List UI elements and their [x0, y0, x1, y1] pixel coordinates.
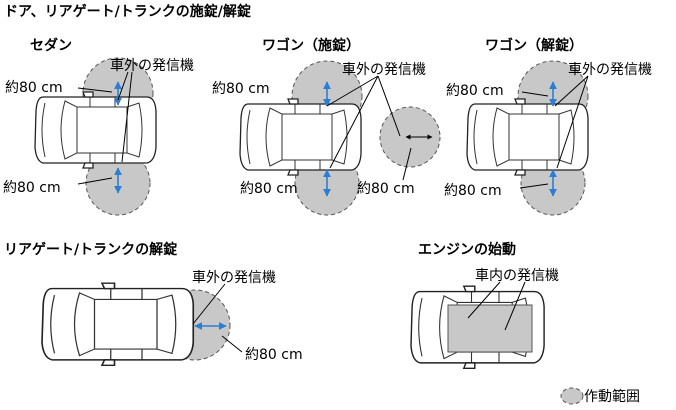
sedan-car	[34, 91, 157, 169]
distance-label-bottom: 約80 cm	[240, 181, 298, 197]
transmitter-label: 車外の発信機	[342, 61, 426, 78]
legend-label: 作動範囲	[584, 388, 640, 405]
distance-label-rear: 約80 cm	[245, 347, 303, 363]
distance-label-bottom: 約80 cm	[3, 180, 61, 196]
engine-start-heading: エンジンの始動	[418, 241, 516, 258]
sedan-car	[41, 282, 195, 367]
range-legend-icon	[560, 387, 584, 405]
wagon-unlock-diagram: ワゴン（解錠） 車外の発信機 約80 cm 約80 cm	[444, 37, 652, 216]
transmitter-label: 車外の発信機	[568, 61, 652, 78]
wagon-unlock-heading: ワゴン（解錠）	[485, 37, 583, 54]
wagon-lock-diagram: ワゴン（施錠） 車外の発信機 約80 cm 約80 cm 約80 cm	[212, 37, 441, 216]
distance-label-top: 約80 cm	[5, 80, 63, 96]
rear-unlock-diagram: リアゲート/トランクの解錠 車外の発信機 約80 cm	[4, 241, 303, 367]
wagon-lock-heading: ワゴン（施錠）	[262, 37, 360, 54]
distance-label-top: 約80 cm	[212, 81, 270, 97]
sedan-diagram: セダン 車外の発信機 約80 cm 約80 cm	[3, 37, 194, 216]
legend: 作動範囲	[560, 387, 640, 405]
engine-start-diagram: エンジンの始動 車内の発信機	[410, 241, 559, 369]
distance-label-bottom: 約80 cm	[444, 183, 502, 199]
page-title: ドア、リアゲート/トランクの施錠/解錠	[4, 3, 252, 20]
interior-range	[447, 304, 533, 353]
transmitter-label: 車外の発信機	[192, 269, 276, 286]
transmitter-label: 車内の発信機	[475, 267, 559, 284]
transmitter-label: 車外の発信機	[110, 57, 194, 74]
sedan-heading: セダン	[30, 37, 72, 54]
wagon-car	[239, 98, 362, 176]
distance-label-top: 約80 cm	[446, 83, 504, 99]
distance-label-rear: 約80 cm	[357, 181, 415, 197]
rear-unlock-heading: リアゲート/トランクの解錠	[4, 241, 178, 258]
wagon-car	[466, 98, 589, 176]
